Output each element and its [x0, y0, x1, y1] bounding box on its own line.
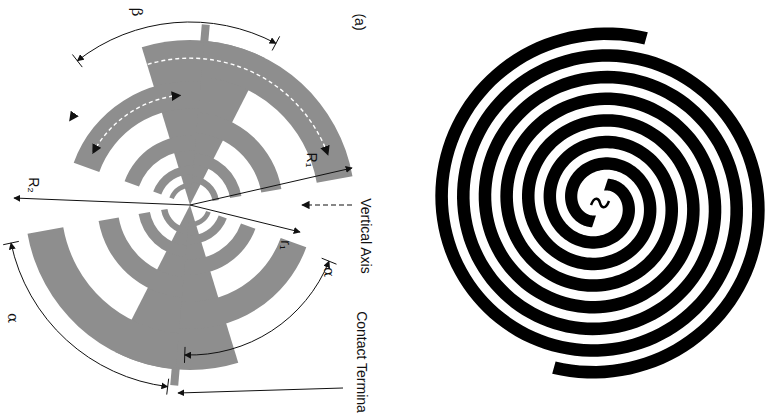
radius-arrow — [190, 205, 300, 232]
dimension-tick — [184, 347, 186, 363]
antenna-tooth — [179, 238, 306, 329]
antenna-tooth — [28, 227, 179, 369]
antenna-tooth — [74, 81, 201, 172]
antenna-tooth — [169, 183, 192, 199]
feed-point — [591, 199, 609, 208]
current-path-arc — [93, 95, 181, 153]
axis-label: Vertical Axis — [359, 198, 373, 273]
contact-terminal — [170, 367, 180, 386]
antenna-tooth — [99, 218, 184, 298]
angle-dimension — [185, 261, 329, 355]
antenna-tooth — [184, 224, 255, 275]
antenna-tooth — [194, 153, 242, 198]
angle-label: β — [129, 8, 144, 17]
radius-label: R₁ — [305, 153, 319, 168]
terminal-leader — [178, 388, 343, 393]
antenna-tooth — [161, 209, 188, 234]
current-path-arc — [70, 58, 328, 155]
terminal-label: Contact Termina — [355, 311, 369, 413]
angle-label: α — [5, 313, 20, 323]
dimension-lines — [3, 22, 352, 395]
radius-arrow — [14, 198, 190, 205]
antenna-tooth — [187, 215, 227, 244]
antenna-tooth — [139, 212, 187, 257]
dimension-tick — [322, 258, 337, 264]
angle-label: α — [321, 267, 336, 277]
radius-label: r₁ — [279, 240, 293, 249]
angle-dimension — [77, 22, 276, 61]
spiral-arm — [435, 27, 743, 356]
antenna-tooth — [188, 211, 211, 227]
antenna-tooth — [125, 135, 196, 186]
antenna-tooth — [153, 166, 193, 195]
contact-terminal — [200, 24, 210, 43]
radius-arrow — [190, 168, 352, 205]
figure-label: (a) — [353, 13, 367, 30]
dimension-tick — [167, 379, 169, 395]
antenna-tooth — [192, 176, 219, 201]
angle-dimension — [11, 243, 168, 387]
dimension-tick — [3, 241, 19, 244]
spiral-arm — [457, 49, 765, 378]
dimension-tick — [272, 36, 280, 50]
antenna-tooth — [196, 113, 281, 193]
dimension-tick — [72, 54, 82, 67]
radius-label: R₂ — [27, 177, 41, 193]
spiral-antenna — [435, 27, 764, 378]
axis-pointer — [302, 204, 352, 205]
